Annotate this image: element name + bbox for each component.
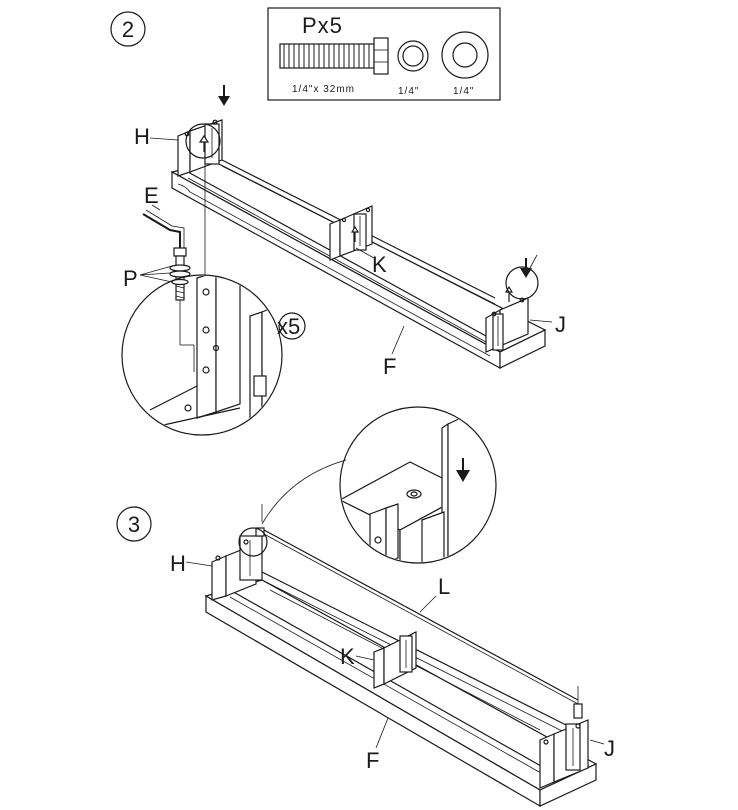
step-3-number: 3: [128, 512, 140, 537]
detail-callout-circle: [505, 266, 539, 300]
label-l: L: [438, 574, 450, 599]
step-2-number: 2: [122, 17, 134, 42]
label-f-step3: F: [366, 748, 379, 773]
label-k: K: [372, 252, 387, 277]
step-2: 2 Px5: [110, 7, 566, 436]
parts-box-title: Px5: [302, 13, 343, 38]
flat-washer-label: 1/4": [453, 86, 474, 97]
end-panel-j-step3: [539, 686, 589, 789]
spring-washer-icon: [397, 40, 429, 72]
detail-circle-bolt: [121, 274, 283, 436]
parts-box: Px5 1/4"x 32mm: [267, 7, 501, 101]
end-panel-h: [177, 119, 223, 177]
spring-washer-label: 1/4": [398, 86, 419, 97]
label-p: P: [123, 266, 138, 291]
base-panel-f: [170, 159, 547, 370]
step-3: 3: [116, 406, 615, 808]
label-j-step3: J: [604, 736, 615, 761]
allen-key-icon: [142, 204, 185, 248]
times-badge-circle: [278, 312, 306, 340]
base-panel-f-step3: [204, 571, 598, 808]
label-f: F: [383, 354, 396, 379]
middle-panel-k: [329, 205, 375, 261]
detail-circle-joint: [339, 406, 497, 564]
times-badge-label: x5: [277, 314, 300, 339]
label-j: J: [555, 312, 566, 337]
step-2-circle: [110, 11, 146, 47]
end-panel-h-step3: [211, 527, 268, 601]
end-panel-j: [485, 285, 553, 353]
step-3-circle: [116, 506, 152, 542]
middle-panel-k-step3: [373, 631, 417, 689]
label-e: E: [144, 183, 159, 208]
label-h-step3: H: [170, 551, 186, 576]
bolt-with-washers-icon: [169, 247, 195, 372]
detail-callout-circle: [185, 123, 221, 159]
label-h: H: [134, 124, 150, 149]
label-k-step3: K: [340, 644, 355, 669]
arrow-down-icon: [218, 85, 230, 106]
bolt-size-label: 1/4"x 32mm: [292, 84, 355, 95]
flat-washer-icon: [441, 31, 489, 79]
long-rail-l: [263, 529, 579, 701]
bolt-icon: [279, 37, 389, 75]
arrow-down-icon: [456, 458, 470, 482]
